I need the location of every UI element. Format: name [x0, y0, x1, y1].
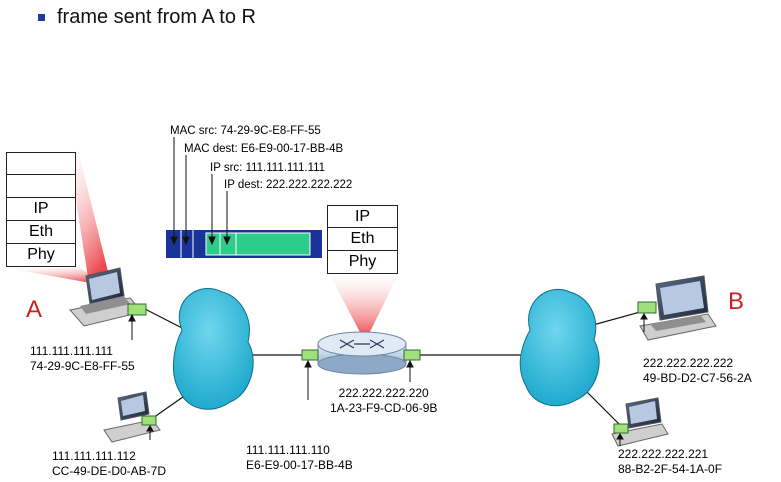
router-stack-beam [330, 275, 398, 342]
router-left-mac: E6-E9-00-17-BB-4B [246, 458, 353, 472]
frame-mac-dest-label: MAC dest: E6-E9-00-17-BB-4B [184, 143, 344, 155]
frame-ip-dest-label: IP dest: 222.222.222.222 [224, 179, 353, 191]
frame-mac-src-label: MAC src: 74-29-9C-E8-FF-55 [170, 125, 321, 137]
host-4-computer-icon [611, 397, 669, 447]
host-4-ip: 222.222.222.221 [618, 447, 709, 461]
adapter-host-4 [613, 423, 629, 434]
host-b-ip: 222.222.222.222 [643, 356, 734, 370]
adapter-host-b [637, 301, 657, 314]
bullet-item: frame sent from A to R [38, 6, 256, 29]
host-a-computer-icon [69, 267, 143, 327]
host-a-letter: A [26, 296, 43, 323]
link-a-to-cloud1 [144, 308, 183, 329]
host-b-letter: B [728, 288, 745, 315]
router-right-address: 222.222.222.220 1A-23-F9-CD-06-9B [330, 386, 437, 416]
host-stack-layer-app [6, 152, 76, 175]
router-right-mac: 1A-23-F9-CD-06-9B [330, 401, 438, 415]
host-a-ip: 111.111.111.111 [30, 344, 113, 358]
host-stack-layer-phy: Phy [6, 244, 76, 267]
router-left-ip: 111.111.111.110 [246, 443, 330, 457]
router-right-ip: 222.222.222.220 [338, 386, 429, 400]
adapter-arrows [128, 313, 648, 446]
host-3-mac: CC-49-DE-D0-AB-7D [52, 464, 167, 478]
frame-field-pointers [170, 137, 231, 246]
adapter-host-3 [141, 415, 157, 426]
host-a-mac: 74-29-9C-E8-FF-55 [30, 359, 135, 373]
router-stack-layer-eth: Eth [327, 228, 398, 251]
host-3-ip: 111.111.111.112 [52, 449, 136, 463]
adapter-host-a [127, 303, 147, 316]
host-a-stack-beam [6, 268, 108, 286]
host-3-address: 111.111.111.112 CC-49-DE-D0-AB-7D [52, 449, 166, 479]
adapter-router-right [403, 349, 421, 361]
host-b-computer-icon [639, 275, 717, 341]
cloud-subnet-1 [172, 287, 254, 410]
host-stack-layer-transport [6, 175, 76, 198]
host-b-mac: 49-BD-D2-C7-56-2A [643, 371, 752, 385]
ethernet-frame [166, 230, 322, 258]
host-b-address: 222.222.222.222 49-BD-D2-C7-56-2A [643, 356, 752, 386]
host-4-mac: 88-B2-2F-54-1A-0F [618, 462, 723, 476]
host-a-address: 111.111.111.111 74-29-9C-E8-FF-55 [30, 344, 135, 374]
router-stack-layer-ip: IP [327, 205, 398, 228]
host-stack-layer-ip: IP [6, 198, 76, 221]
host-a-highlight-beam [68, 150, 112, 290]
slide-bullet-text: frame sent from A to R [57, 6, 256, 28]
frame-ip-src-label: IP src: 111.111.111.111 [210, 162, 326, 174]
host-a-protocol-stack: IP Eth Phy [6, 152, 76, 267]
router-protocol-stack: IP Eth Phy [327, 205, 398, 274]
router-icon [317, 331, 407, 375]
adapter-router-left [301, 349, 319, 361]
router-stack-layer-phy: Phy [327, 251, 398, 274]
host-4-address: 222.222.222.221 88-B2-2F-54-1A-0F [618, 447, 722, 477]
host-stack-layer-eth: Eth [6, 221, 76, 244]
cloud-subnet-2 [519, 288, 600, 407]
router-left-address: 111.111.111.110 E6-E9-00-17-BB-4B [246, 443, 353, 473]
bullet-marker [38, 14, 45, 21]
